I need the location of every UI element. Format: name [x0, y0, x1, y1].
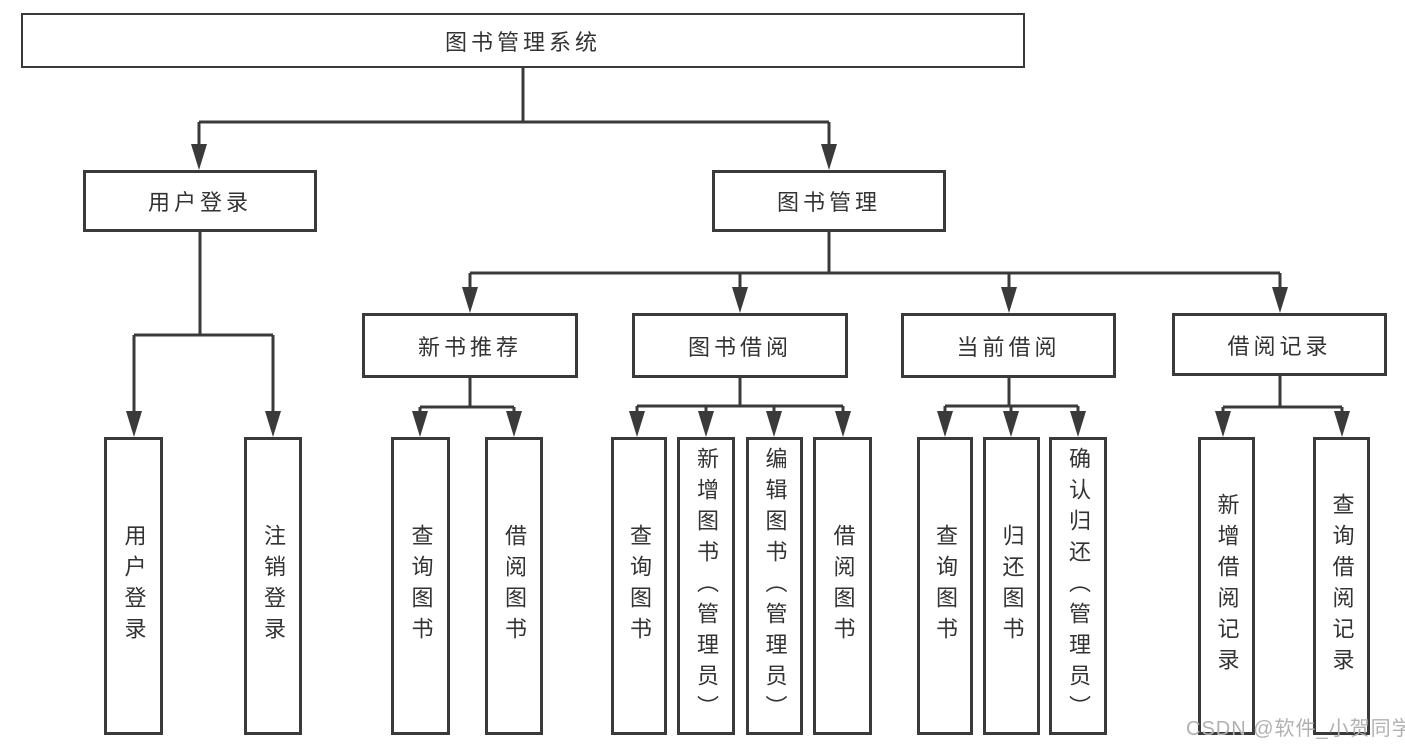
node-label: 查询借阅记录 — [1329, 493, 1355, 679]
leaf-borrow-books: 借阅图书 — [813, 437, 872, 735]
node-label: 当前借阅 — [956, 334, 1061, 360]
node-label: 图书管理系统 — [444, 29, 601, 55]
node-label: 编辑图书（管理员） — [762, 446, 788, 726]
leaf-query-books-current: 查询图书 — [917, 437, 973, 735]
node-label: 查询图书 — [408, 524, 434, 648]
node-current-borrowing: 当前借阅 — [901, 313, 1116, 378]
node-label: 借阅记录 — [1227, 333, 1332, 359]
leaf-query-borrow-record: 查询借阅记录 — [1313, 437, 1370, 735]
node-label: 注销登录 — [261, 524, 286, 648]
leaf-edit-book-admin: 编辑图书（管理员） — [746, 437, 803, 735]
leaf-user-login: 用户登录 — [104, 437, 163, 735]
arrowhead-icons — [126, 144, 1350, 437]
leaf-query-books-recommend: 查询图书 — [391, 437, 450, 735]
node-new-book-recommend: 新书推荐 — [362, 313, 578, 378]
node-label: 确认归还（管理员） — [1066, 446, 1091, 726]
node-book-borrowing: 图书借阅 — [632, 313, 848, 378]
leaf-add-borrow-record: 新增借阅记录 — [1198, 437, 1255, 735]
csdn-watermark: CSDN @软件_小贺同学 — [1186, 718, 1405, 740]
node-book-management-module: 图书管理 — [712, 170, 946, 232]
node-label: 查询图书 — [627, 524, 652, 648]
node-label: 图书借阅 — [687, 334, 792, 360]
node-system-root: 图书管理系统 — [21, 13, 1025, 68]
leaf-borrow-books-recommend: 借阅图书 — [485, 437, 543, 735]
node-label: 借阅图书 — [502, 524, 527, 648]
node-user-login-module: 用户登录 — [83, 170, 317, 232]
node-label: 新书推荐 — [417, 334, 522, 360]
node-label: 查询图书 — [933, 524, 958, 648]
leaf-confirm-return-admin: 确认归还（管理员） — [1049, 437, 1107, 735]
node-borrowing-records: 借阅记录 — [1172, 313, 1387, 376]
node-label: 用户登录 — [121, 524, 147, 648]
node-label: 借阅图书 — [830, 524, 856, 648]
node-label: 新增借阅记录 — [1214, 493, 1240, 679]
node-label: 归还图书 — [999, 524, 1025, 648]
leaf-add-book-admin: 新增图书（管理员） — [677, 437, 735, 735]
node-label: 图书管理 — [776, 190, 881, 215]
node-label: 新增图书（管理员） — [694, 446, 719, 726]
leaf-query-books-borrowing: 查询图书 — [611, 437, 667, 735]
leaf-logout: 注销登录 — [244, 437, 302, 735]
leaf-return-book: 归还图书 — [983, 437, 1040, 735]
node-label: 用户登录 — [147, 190, 252, 215]
